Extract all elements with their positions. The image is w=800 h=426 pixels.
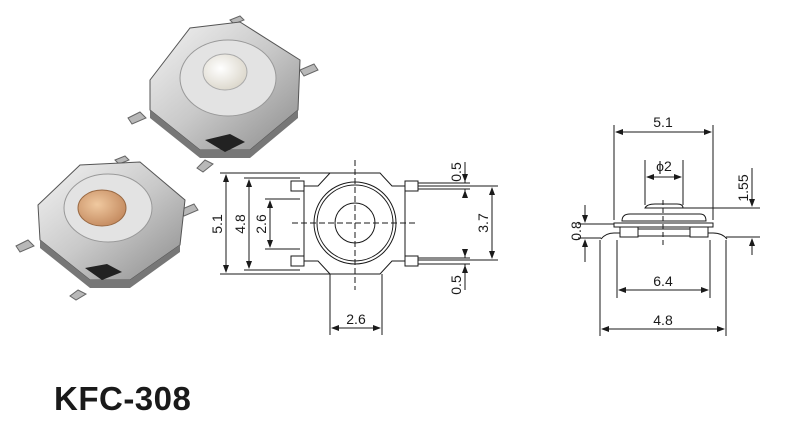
dim-front-bottom-width: 2.6 xyxy=(346,311,366,327)
dim-side-base-height: 0.8 xyxy=(568,221,584,241)
dim-side-overall-width: 4.8 xyxy=(653,312,673,328)
dim-front-pin-width-top: 0.5 xyxy=(448,162,464,182)
product-model-title: KFC-308 xyxy=(54,380,192,417)
dim-side-inner-width: 6.4 xyxy=(653,273,673,289)
switch-photo-white-cap xyxy=(127,15,319,173)
dim-front-pin-spacing: 2.6 xyxy=(253,214,269,234)
dim-front-pin-width-bottom: 0.5 xyxy=(448,275,464,295)
dim-side-top-width: 5.1 xyxy=(653,114,673,130)
front-view-drawing xyxy=(220,160,498,335)
dim-front-overall-height: 5.1 xyxy=(209,214,225,234)
dim-side-height: 1.55 xyxy=(735,174,751,201)
switch-photo-brass-cap xyxy=(15,155,199,301)
side-view-drawing xyxy=(578,125,760,336)
dim-front-body-height: 4.8 xyxy=(232,214,248,234)
dim-front-pin-span: 3.7 xyxy=(475,213,491,233)
dim-side-actuator-diameter: ϕ2 xyxy=(656,158,672,174)
